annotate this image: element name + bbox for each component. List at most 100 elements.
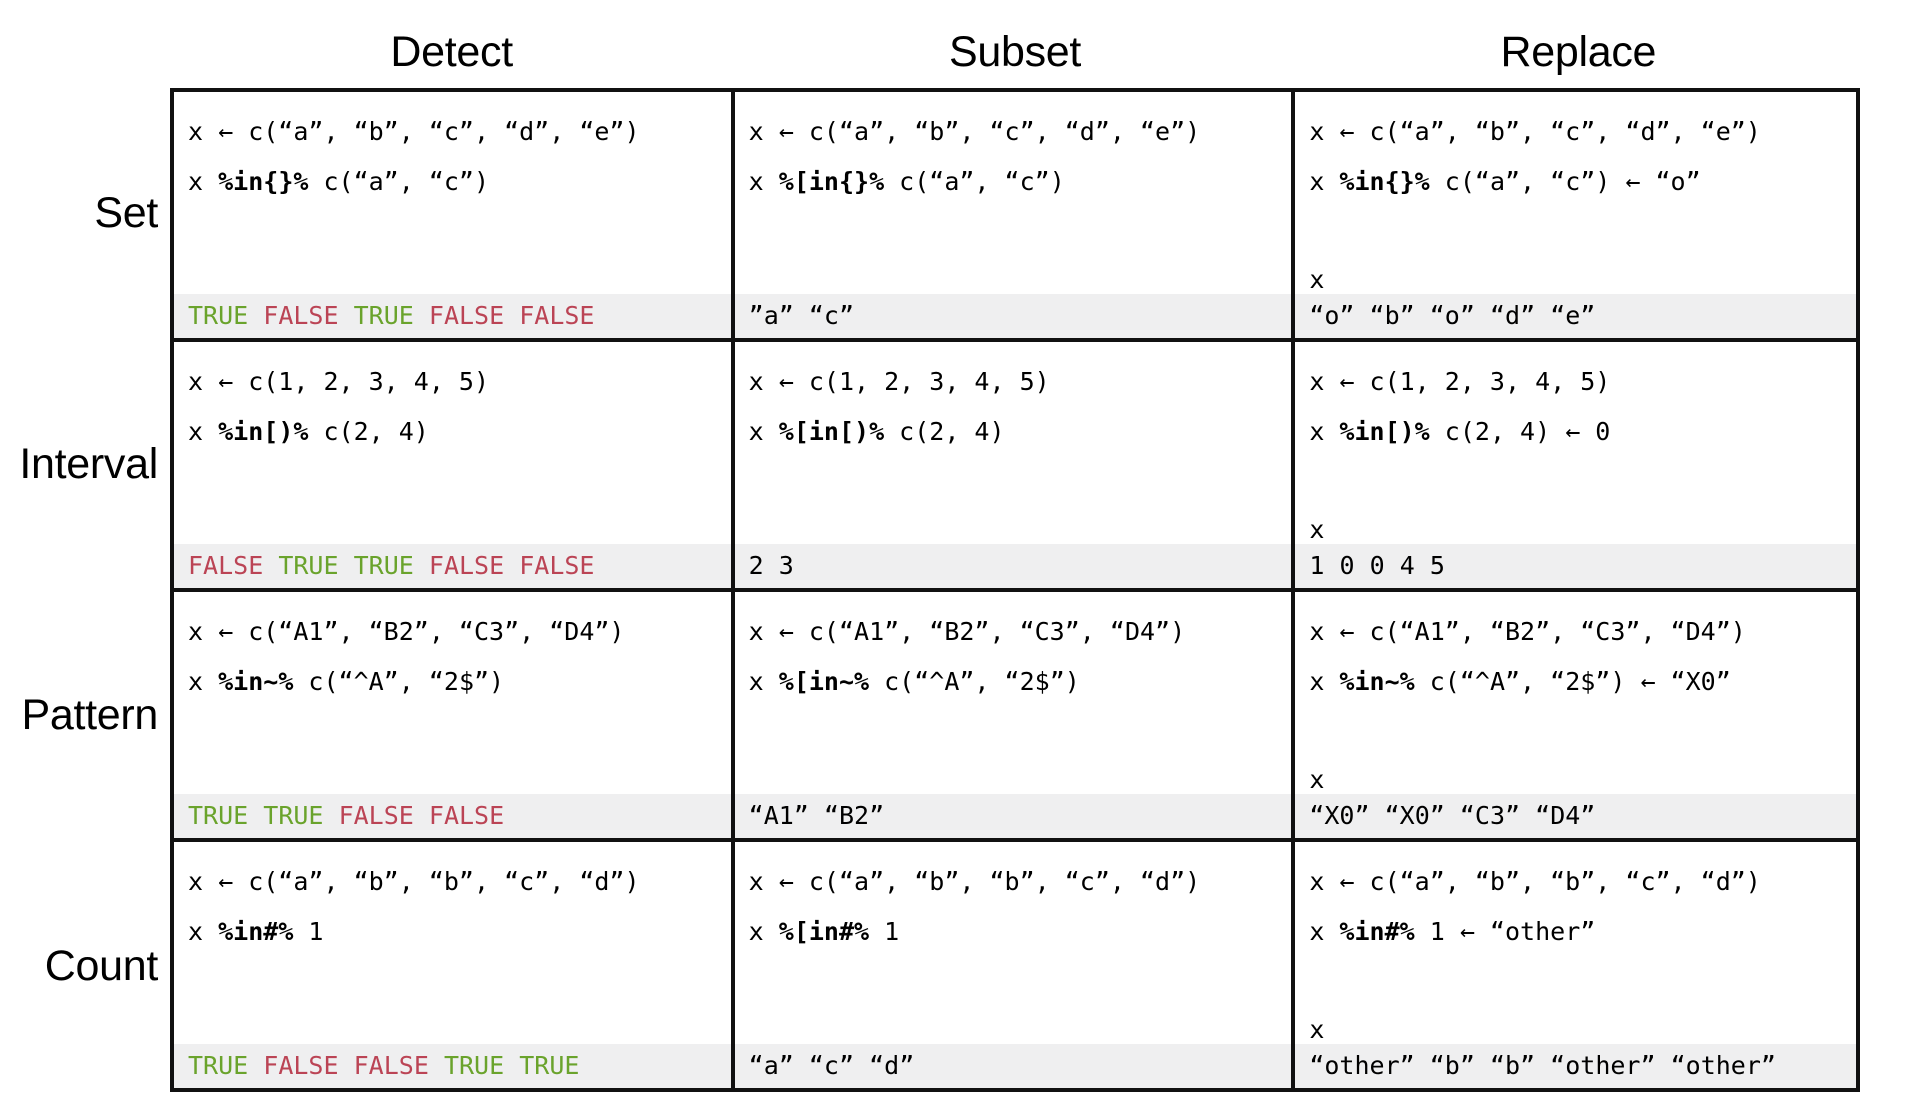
output-token: “X0” (1384, 801, 1445, 831)
output-separator (1415, 1051, 1430, 1080)
output-separator (1355, 551, 1370, 580)
operator-token: %in~% (1339, 667, 1415, 696)
output-token: “X0” (1309, 801, 1370, 831)
code-block: x ← c(1, 2, 3, 4, 5) x %in[)% c(2, 4) (174, 342, 731, 544)
output-token: FALSE (263, 1051, 339, 1081)
call-suffix: c(“^A”, “2$”) ← “X0” (1414, 667, 1731, 696)
output-token: FALSE (428, 301, 505, 331)
cell-count-replace: x ← c(“a”, “b”, “b”, “c”, “d”) x %in#% 1… (1295, 842, 1856, 1088)
call-line: x %[in{}% c(“a”, “c”) (749, 168, 1292, 196)
call-line: x %in{}% c(“a”, “c”) ← “o” (1309, 168, 1856, 196)
output-token: “other” (1309, 1051, 1415, 1081)
output-token: TRUE (188, 801, 249, 831)
call-prefix: x (748, 167, 779, 196)
assign-line: x ← c(1, 2, 3, 4, 5) (748, 367, 1050, 396)
call-suffix: c(“a”, “c”) (884, 167, 1065, 196)
call-line: x %in#% 1 (188, 918, 731, 946)
output-separator (1535, 301, 1550, 330)
call-prefix: x (188, 667, 219, 696)
output-separator (1415, 301, 1430, 330)
output-separator (1520, 801, 1535, 830)
output-token: FALSE (338, 801, 414, 831)
operator-token: %[in#% (778, 917, 870, 946)
cell-interval-subset: x ← c(1, 2, 3, 4, 5) x %[in[)% c(2, 4) 2… (734, 342, 1296, 588)
output-token: FALSE (519, 551, 595, 581)
call-line: x %[in~% c(“^A”, “2$”) (749, 668, 1292, 696)
output-separator (794, 1051, 809, 1080)
output-token: “b” (1489, 1051, 1536, 1081)
output-token: “d” (869, 1051, 915, 1081)
call-prefix: x (188, 167, 219, 196)
output-token: 1 (1309, 551, 1325, 581)
output-token: 4 (1399, 551, 1415, 581)
output-token: FALSE (263, 301, 339, 331)
call-prefix: x (748, 917, 779, 946)
output-separator (764, 551, 779, 580)
call-suffix: c(2, 4) (308, 417, 429, 446)
assign-line: x ← c(“a”, “b”, “c”, “d”, “e”) (188, 117, 640, 146)
output-separator (1475, 1051, 1490, 1080)
output-token: “b” (1369, 301, 1415, 331)
code-block: x ← c(1, 2, 3, 4, 5) x %in[)% c(2, 4) ← … (1295, 342, 1856, 517)
cell-interval-detect: x ← c(1, 2, 3, 4, 5) x %in[)% c(2, 4) FA… (174, 342, 735, 588)
output-separator (1656, 1051, 1671, 1080)
row-label-column: Set Interval Pattern Count (0, 88, 166, 1092)
operator-token: %[in{}% (778, 167, 885, 196)
output-separator (794, 301, 809, 330)
call-line: x %in[)% c(2, 4) (188, 418, 731, 446)
output-band: 2 3 (734, 544, 1292, 588)
output-token: “B2” (823, 801, 885, 831)
output-separator (414, 801, 429, 830)
output-separator (429, 1051, 444, 1080)
assign-line: x ← c(“a”, “b”, “b”, “c”, “d”) (748, 867, 1201, 896)
table-row-interval: x ← c(1, 2, 3, 4, 5) x %in[)% c(2, 4) FA… (174, 342, 1856, 592)
call-suffix: c(“^A”, “2$”) (869, 667, 1080, 696)
output-separator (1475, 301, 1490, 330)
call-suffix: c(“a”, “c”) (308, 167, 490, 196)
code-block: x ← c(“a”, “b”, “c”, “d”, “e”) x %in{}% … (174, 92, 731, 294)
output-token: TRUE (353, 301, 414, 331)
operator-token: %[in[)% (778, 417, 885, 446)
output-separator (414, 551, 429, 580)
column-header-row: Detect Subset Replace (170, 16, 1860, 88)
operator-token: %in[)% (218, 417, 309, 446)
assign-line: x ← c(“A1”, “B2”, “C3”, “D4”) (748, 617, 1186, 646)
assign-line: x ← c(“a”, “b”, “c”, “d”, “e”) (1309, 117, 1761, 146)
operator-table: x ← c(“a”, “b”, “c”, “d”, “e”) x %in{}% … (170, 88, 1860, 1092)
output-token: 5 (1429, 551, 1445, 581)
operator-token: %in{}% (218, 167, 309, 196)
call-suffix: c(2, 4) ← 0 (1429, 417, 1611, 446)
output-separator (1370, 801, 1385, 830)
output-token: “c” (808, 301, 855, 331)
output-separator (339, 1051, 354, 1080)
output-token: FALSE (353, 1051, 429, 1081)
output-token: TRUE (519, 1051, 580, 1081)
call-line: x %in~% c(“^A”, “2$”) (188, 668, 731, 696)
operator-token: %[in~% (778, 667, 870, 696)
output-separator (1445, 801, 1460, 830)
echo-line: x (1309, 765, 1325, 795)
output-token: TRUE (188, 1051, 249, 1081)
output-separator (1324, 551, 1339, 580)
operator-token: %in[)% (1339, 417, 1430, 446)
assign-line: x ← c(“A1”, “B2”, “C3”, “D4”) (1309, 617, 1746, 646)
output-token: “e” (1550, 301, 1596, 331)
operator-token: %in#% (1339, 917, 1415, 946)
table-row-pattern: x ← c(“A1”, “B2”, “C3”, “D4”) x %in~% c(… (174, 592, 1856, 842)
code-block: x ← c(“A1”, “B2”, “C3”, “D4”) x %in~% c(… (174, 592, 731, 794)
output-separator (809, 801, 824, 830)
output-band: TRUE FALSE TRUE FALSE FALSE (174, 294, 731, 338)
assign-line: x ← c(“a”, “b”, “b”, “c”, “d”) (188, 867, 640, 896)
output-separator (263, 551, 278, 580)
output-token: “o” (1309, 301, 1355, 331)
call-line: x %in[)% c(2, 4) ← 0 (1309, 418, 1856, 446)
output-token: ”a” (748, 301, 794, 331)
output-band: “o” “b” “o” “d” “e” (1295, 294, 1856, 338)
output-band: 1 0 0 4 5 (1295, 544, 1856, 588)
table-row-set: x ← c(“a”, “b”, “c”, “d”, “e”) x %in{}% … (174, 92, 1856, 342)
output-token: “a” (748, 1051, 794, 1081)
call-prefix: x (188, 917, 219, 946)
output-token: 0 (1369, 551, 1385, 581)
echo-line: x (1309, 265, 1325, 295)
